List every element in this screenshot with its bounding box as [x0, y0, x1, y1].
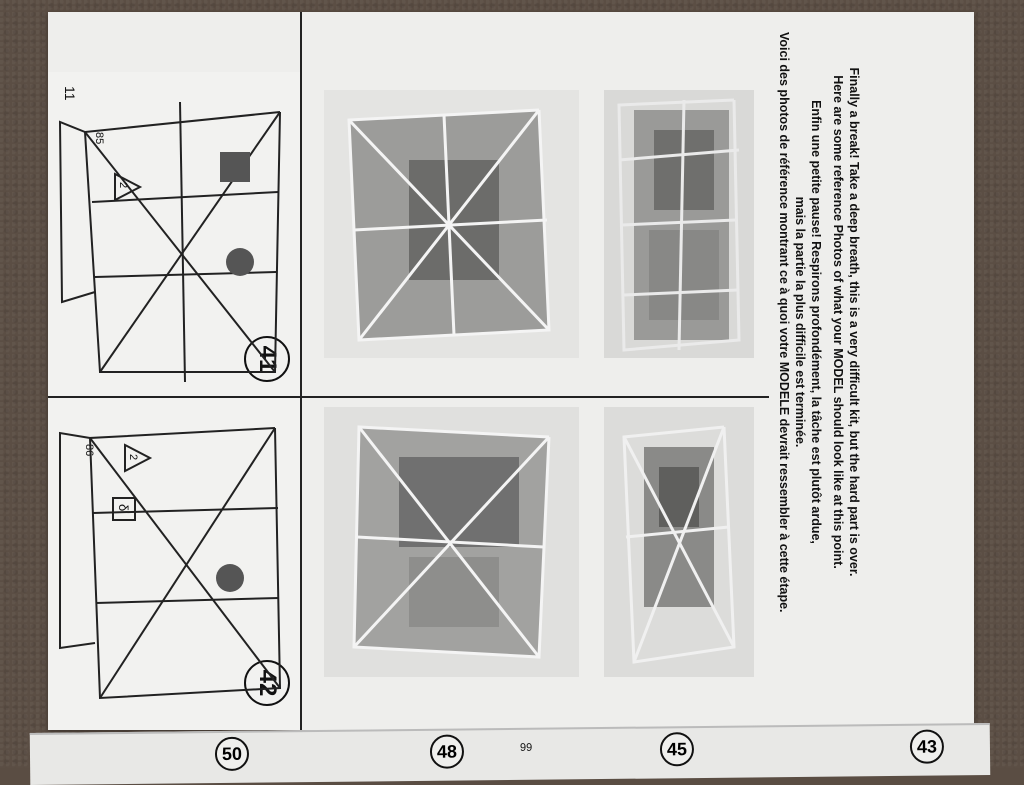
step-42-marker-triangle	[124, 443, 153, 473]
step-42-symbol: δ	[116, 504, 131, 511]
page-spread: Finally a break! Take a deep breath, thi…	[48, 12, 974, 730]
next-step-45: 45	[659, 732, 695, 767]
step-41-chassis-diagram: 2	[58, 101, 281, 383]
chassis-photo-2-drawing	[604, 407, 754, 677]
note-english-line1: Finally a break! Take a deep breath, thi…	[847, 67, 861, 577]
reference-note: Finally a break! Take a deep breath, thi…	[776, 32, 862, 613]
note-french-line2: mais la partie la plus difficile est ter…	[793, 196, 807, 448]
step-41-panel: 41 11 85	[48, 72, 300, 396]
next-step-48: 48	[429, 734, 465, 769]
next-page-part-number: 99	[519, 741, 533, 754]
reference-photo-3	[324, 90, 579, 358]
rotated-page-content: Finally a break! Take a deep breath, thi…	[48, 12, 974, 730]
chassis-photo-4-drawing	[324, 407, 579, 677]
reference-photo-4	[324, 407, 579, 677]
reference-photo-1	[604, 90, 754, 358]
next-step-50: 50	[214, 736, 250, 772]
step-41-marker-triangle	[114, 172, 143, 202]
section-divider	[300, 12, 302, 730]
note-french-line3: Voici des photos de référence montrant c…	[777, 32, 791, 613]
instruction-page: Finally a break! Take a deep breath, thi…	[48, 12, 974, 730]
note-english-line2: Here are some reference Photos of what y…	[831, 75, 845, 569]
step-42-symbol-box	[112, 497, 136, 521]
next-page-edge: 50 48 45 43 99	[29, 722, 991, 785]
step-42-marker-label: 2	[127, 454, 139, 460]
step-41-marker-label: 2	[117, 182, 129, 188]
chassis-photo-3-drawing	[324, 90, 579, 358]
note-french-line1: Enfin une petite pause! Respirons profon…	[809, 100, 823, 544]
step-42-panel: 42 86 2	[48, 398, 300, 730]
next-step-43: 43	[909, 729, 945, 764]
chassis-photo-1-drawing	[604, 90, 754, 358]
step-42-chassis-diagram: 2 δ	[59, 427, 282, 700]
reference-photo-2	[604, 407, 754, 677]
